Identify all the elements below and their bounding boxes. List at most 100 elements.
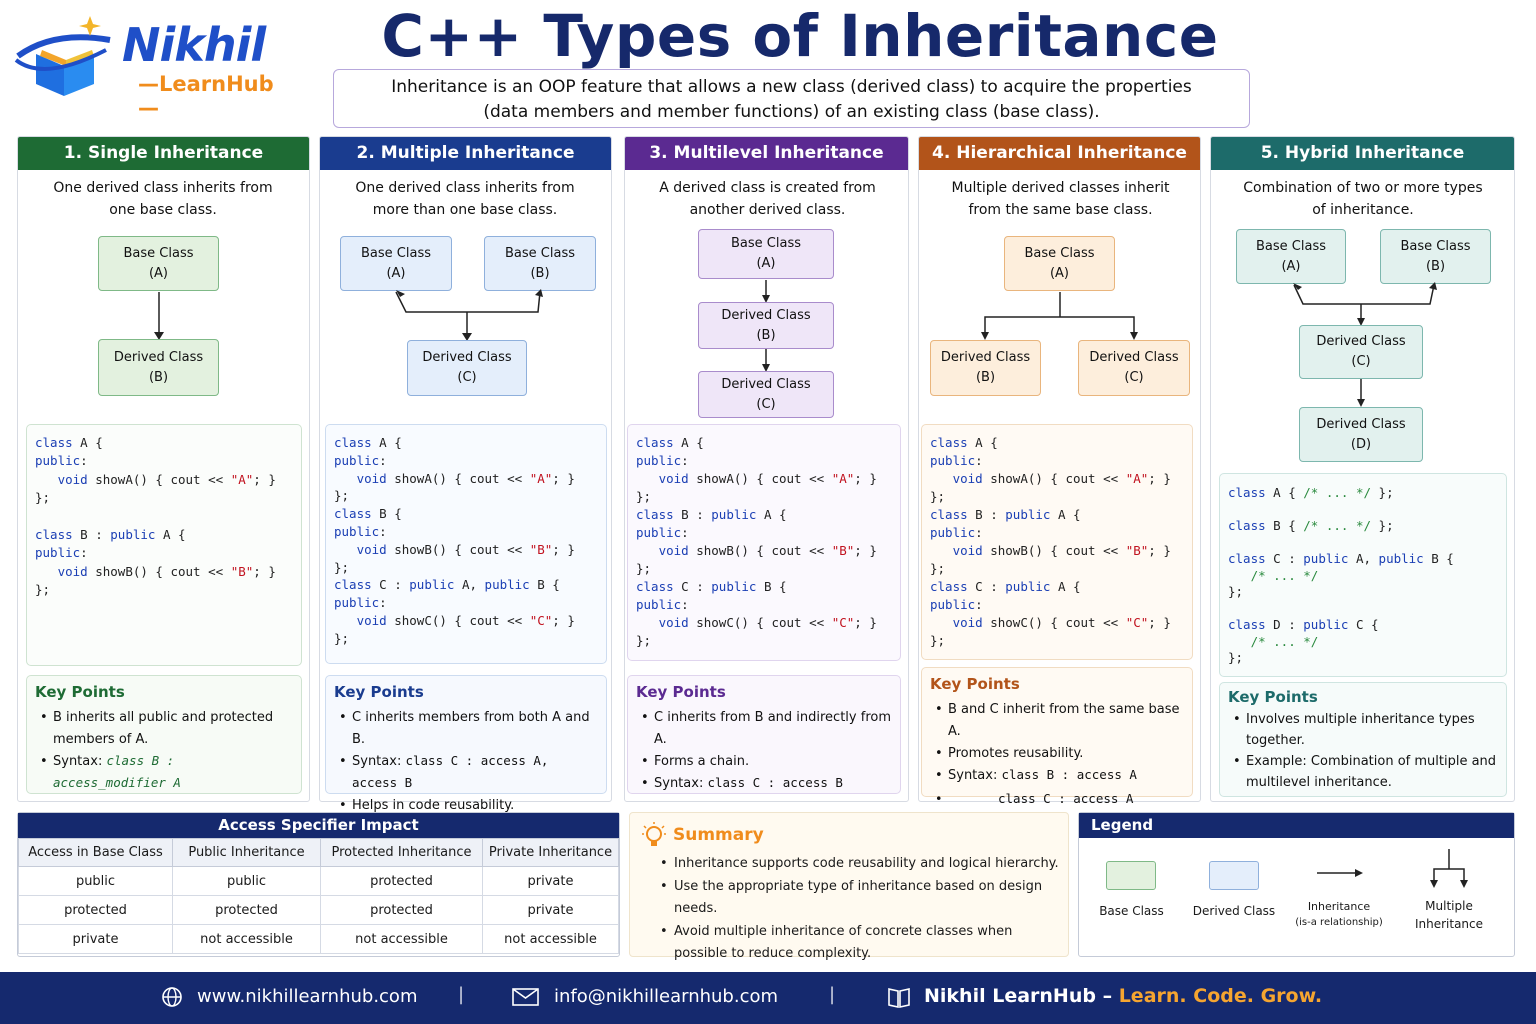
key-points: Key Points Involves multiple inheritance… <box>1219 682 1507 797</box>
footer-brand: Nikhil LearnHub – Learn. Code. Grow. <box>924 985 1322 1007</box>
book-logo-icon <box>14 16 111 96</box>
box-label: Base Class <box>731 236 801 251</box>
lightbulb-icon <box>642 822 666 846</box>
box-label: Base Class <box>361 245 431 261</box>
key-point: Promotes reusability. <box>930 743 1184 765</box>
summary-title: Summary <box>673 825 764 845</box>
key-points: Key Points C inherits members from both … <box>325 675 607 817</box>
table-cell: not accessible <box>482 924 619 954</box>
table-header: Private Inheritance <box>482 838 619 867</box>
summary-box: Summary •Inheritance supports code reusa… <box>629 812 1069 961</box>
summary-item: •Avoid multiple inheritance of concrete … <box>660 923 1013 962</box>
key-points-title: Key Points <box>1228 688 1318 706</box>
syntax-code: class B : access_modifier A <box>53 753 181 790</box>
table-title: Access Specifier Impact <box>18 813 619 838</box>
table-header: Access in Base Class <box>18 838 173 867</box>
key-point-syntax: Syntax: class C : access A, access B <box>334 751 598 795</box>
table-cell: public <box>18 866 173 896</box>
logo-subtitle: —LearnHub— <box>138 72 274 120</box>
box-label: Derived Class <box>940 350 1031 365</box>
box-label: Derived Class <box>721 307 811 323</box>
box-id: (B) <box>756 327 776 343</box>
multiple-inheritance-panel: 2. Multiple Inheritance One derived clas… <box>319 136 612 817</box>
derived-class-c-box: Derived Class(C) <box>1299 325 1423 379</box>
logo-subtitle-text: LearnHub <box>159 72 274 96</box>
box-label: Derived Class <box>422 350 512 365</box>
table-cell: public <box>172 866 321 896</box>
footer-divider: | <box>458 984 465 1005</box>
footer-tagline: Learn. Code. Grow. <box>1118 985 1323 1007</box>
book-icon <box>888 988 910 1008</box>
access-specifier-table: Access Specifier Impact Access in Base C… <box>17 812 620 957</box>
key-points: Key Points C inherits from B and indirec… <box>627 675 901 795</box>
summary-item: •Inheritance supports code reusability a… <box>660 856 1059 871</box>
box-id: (B) <box>530 265 550 281</box>
footer-brand-name: Nikhil LearnHub – <box>924 985 1113 1007</box>
code-block: class A { /* ... */ }; class B { /* ... … <box>1219 473 1507 677</box>
footer-divider: | <box>829 984 836 1005</box>
base-class-a-box: Base Class(A) <box>340 236 452 291</box>
key-point: C inherits members from both A and B. <box>334 707 598 751</box>
legend-derived-swatch <box>1209 861 1259 890</box>
box-label: Derived Class <box>1316 416 1406 432</box>
legend-title: Legend <box>1079 813 1514 838</box>
key-points-title: Key Points <box>636 683 726 701</box>
summary-item: •Use the appropriate type of inheritance… <box>660 878 1043 917</box>
code-block: class A { public: void showA() { cout <<… <box>325 424 607 664</box>
multilevel-desc: A derived class is created from another … <box>659 180 876 218</box>
key-points: Key Points B and C inherit from the same… <box>921 667 1193 811</box>
page-title: C++ Types of Inheritance <box>381 2 1219 70</box>
hierarchical-title: 4. Hierarchical Inheritance <box>919 137 1200 170</box>
syntax-label: Syntax: <box>948 768 998 783</box>
table-header-row: Access in Base Class Public Inheritance … <box>18 838 619 867</box>
multilevel-title: 3. Multilevel Inheritance <box>625 137 908 170</box>
key-point-syntax: Syntax: class C : access B <box>636 773 892 795</box>
key-point: Forms a chain. <box>636 751 892 773</box>
key-point: Example: Combination of multiple and mul… <box>1228 751 1498 793</box>
key-point: Involves multiple inheritance types toge… <box>1228 709 1498 751</box>
hierarchical-inheritance-panel: 4. Hierarchical Inheritance Multiple der… <box>918 136 1201 811</box>
box-id: (C) <box>1351 354 1371 369</box>
intro-line-1: Inheritance is an OOP feature that allow… <box>391 77 1192 97</box>
table-cell: protected <box>320 895 483 925</box>
key-points-title: Key Points <box>334 683 424 701</box>
box-id: (A) <box>1049 265 1070 281</box>
syntax-code-2: class C : access A <box>930 787 1184 811</box>
derived-class-d-box: Derived Class(D) <box>1299 407 1423 462</box>
multiple-title: 2. Multiple Inheritance <box>320 137 611 170</box>
legend-multiple-line1: Multiple <box>1425 899 1473 913</box>
table-header: Protected Inheritance <box>320 838 483 867</box>
hybrid-inheritance-panel: 5. Hybrid Inheritance Combination of two… <box>1210 136 1515 802</box>
inheritance-arrow-icon <box>1317 869 1363 877</box>
globe-icon <box>162 987 182 1007</box>
base-class-b-box: Base Class(B) <box>1380 229 1491 284</box>
multiple-inheritance-arrows <box>395 289 543 341</box>
hybrid-desc: Combination of two or more types of inhe… <box>1243 180 1483 218</box>
email-link[interactable]: info@nikhillearnhub.com <box>554 986 779 1007</box>
box-id: (C) <box>756 396 776 412</box>
key-point-syntax: Syntax: class B : access A <box>930 765 1184 787</box>
website-link[interactable]: www.nikhillearnhub.com <box>197 986 418 1007</box>
key-point-syntax: Syntax: class B : access_modifier A <box>35 751 293 795</box>
derived-class-c-box: Derived Class (C) <box>407 340 527 396</box>
key-points-title: Key Points <box>930 675 1020 693</box>
access-table: Access in Base Class Public Inheritance … <box>18 838 619 954</box>
legend-box: Legend Base Class Derived Class Inherita… <box>1078 812 1515 957</box>
derived-class-b-box: Derived Class (B) <box>698 302 834 349</box>
derived-class-c-box: Derived Class(C) <box>698 371 834 418</box>
hierarchical-desc: Multiple derived classes inherit from th… <box>951 180 1170 218</box>
mail-icon <box>512 988 539 1006</box>
base-class-a-box: Base Class(A) <box>698 229 834 279</box>
box-label: Base Class <box>505 245 575 261</box>
derived-class-b-box: Derived Class (B) <box>930 340 1041 396</box>
footer: www.nikhillearnhub.com | info@nikhillear… <box>0 972 1536 1024</box>
single-title: 1. Single Inheritance <box>18 137 309 170</box>
single-inheritance-panel: 1. Single Inheritance One derived class … <box>17 136 310 802</box>
box-id: (C) <box>457 370 477 385</box>
logo-name: Nikhil <box>122 18 266 72</box>
table-cell: private <box>18 924 173 954</box>
legend-inheritance-line2: (is-a relationship) <box>1295 917 1383 928</box>
box-id: (B) <box>975 370 996 385</box>
box-label: Base Class <box>123 245 194 261</box>
base-class-a-box: Base Class(A) <box>1236 229 1346 284</box>
